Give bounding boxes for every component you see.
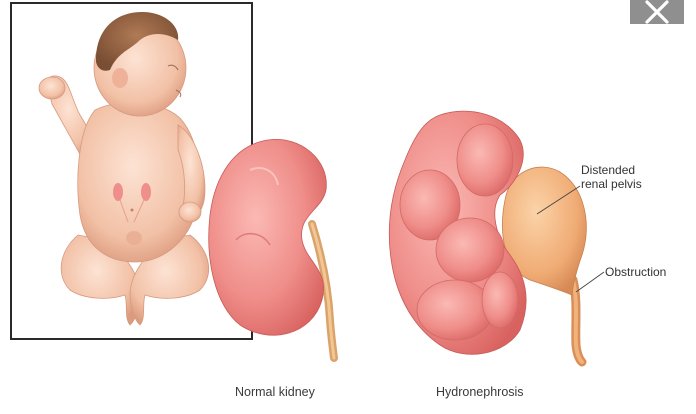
caption-hydronephrosis: Hydronephrosis — [436, 386, 524, 399]
hydronephrotic-kidney-illustration — [389, 111, 586, 362]
obstruction-leader-line — [576, 272, 604, 292]
baby-panel — [11, 3, 252, 339]
caption-normal-kidney: Normal kidney — [235, 386, 315, 399]
close-button[interactable] — [630, 0, 684, 24]
label-distended-line1: Distended — [581, 164, 635, 177]
close-icon — [630, 0, 684, 24]
label-distended-line2: renal pelvis — [581, 178, 642, 191]
label-obstruction: Obstruction — [605, 266, 666, 279]
